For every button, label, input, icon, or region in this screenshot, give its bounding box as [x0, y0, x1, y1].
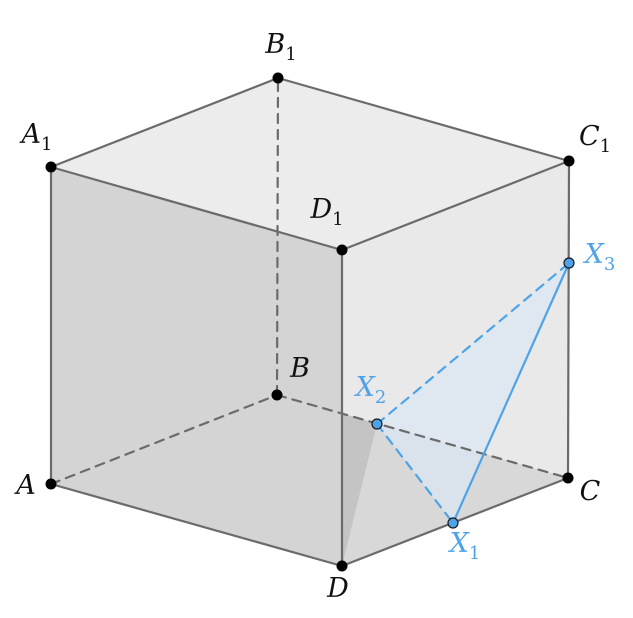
vertex-label-C1: C1 — [579, 121, 611, 157]
vertex-label-A1: A1 — [19, 119, 53, 155]
edge-A-D — [49, 482, 344, 568]
point-label-X1: X1 — [448, 528, 481, 564]
vertex-A — [45, 478, 57, 490]
edge-A1-B1 — [49, 76, 280, 169]
edge-C-C1 — [566, 159, 571, 480]
point-label-X2: X2 — [354, 372, 387, 408]
face-left — [51, 167, 342, 566]
point-X2 — [371, 418, 383, 430]
cube-faces — [51, 78, 569, 566]
edge-B-B1 — [275, 76, 280, 397]
point-X3 — [563, 257, 575, 269]
vertex-D — [336, 560, 348, 572]
vertex-label-B1: B1 — [264, 29, 296, 65]
edge-C1-D1 — [340, 159, 571, 252]
vertex-label-D: D — [326, 573, 349, 604]
vertex-A1 — [45, 161, 57, 173]
face-top — [51, 78, 569, 250]
vertex-B — [271, 389, 283, 401]
vertex-B1 — [272, 72, 284, 84]
point-X1 — [447, 517, 459, 529]
section-triangle — [377, 263, 569, 523]
vertex-label-D1: D1 — [309, 194, 343, 230]
point-label-X3: X3 — [583, 239, 616, 275]
section-edges — [375, 261, 571, 525]
vertex-C1 — [563, 155, 575, 167]
vertex-label-C: C — [580, 476, 601, 507]
section-edge-X2-X1 — [375, 422, 455, 525]
cube-edges — [49, 76, 571, 568]
edge-B-C — [275, 393, 570, 480]
vertex-label-B: B — [289, 353, 310, 384]
edge-A-B — [49, 393, 279, 486]
vertex-D1 — [336, 244, 348, 256]
vertex-markers — [45, 72, 575, 572]
section-edge-X1-X3 — [451, 261, 571, 525]
vertex-C — [562, 472, 574, 484]
section-triangle-layer — [377, 263, 569, 523]
vertex-label-A: A — [13, 470, 36, 501]
edge-D1-A1 — [49, 165, 344, 252]
section-edge-X2-X3 — [375, 261, 571, 426]
edge-B1-C1 — [276, 76, 571, 163]
